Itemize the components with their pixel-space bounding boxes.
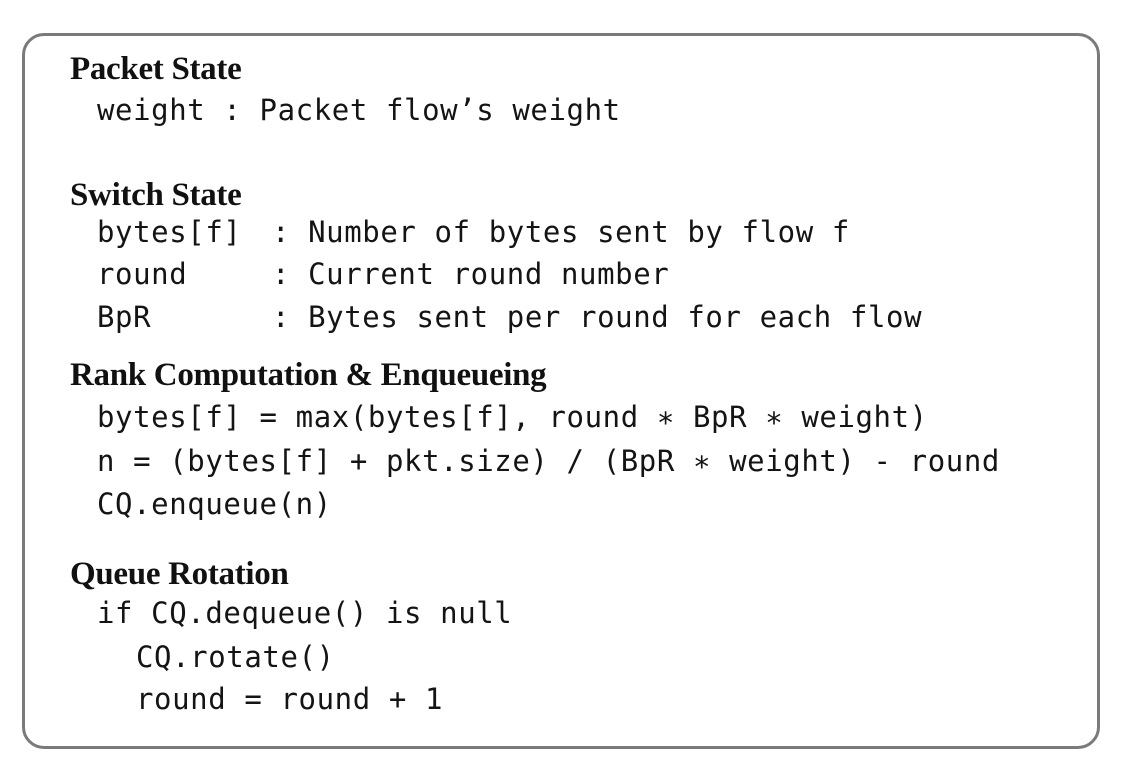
rank-computation-line-3: CQ.enqueue(n) xyxy=(97,487,332,521)
rank-computation-line-2: n = (bytes[f] + pkt.size) / (BpR ∗ weigh… xyxy=(97,444,1000,478)
queue-rotation-line-1: if CQ.dequeue() is null xyxy=(97,596,513,630)
switch-state-heading: Switch State xyxy=(70,177,242,213)
queue-rotation-line-3: round = round + 1 xyxy=(136,682,444,716)
switch-state-desc: : Current round number xyxy=(272,257,670,291)
packet-state-heading: Packet State xyxy=(70,51,242,87)
rank-computation-heading: Rank Computation & Enqueueing xyxy=(70,357,547,393)
switch-state-desc: : Bytes sent per round for each flow xyxy=(272,300,923,334)
switch-state-name: round xyxy=(97,257,188,291)
queue-rotation-heading: Queue Rotation xyxy=(70,556,289,592)
rank-computation-line-1: bytes[f] = max(bytes[f], round ∗ BpR ∗ w… xyxy=(97,400,928,434)
switch-state-name: bytes[f] xyxy=(97,215,242,249)
switch-state-name: BpR xyxy=(97,300,152,334)
pseudocode-box xyxy=(22,33,1100,749)
queue-rotation-line-2: CQ.rotate() xyxy=(136,640,335,674)
packet-state-line-weight: weight : Packet flow’s weight xyxy=(97,93,621,127)
switch-state-desc: : Number of bytes sent by flow f xyxy=(272,215,850,249)
